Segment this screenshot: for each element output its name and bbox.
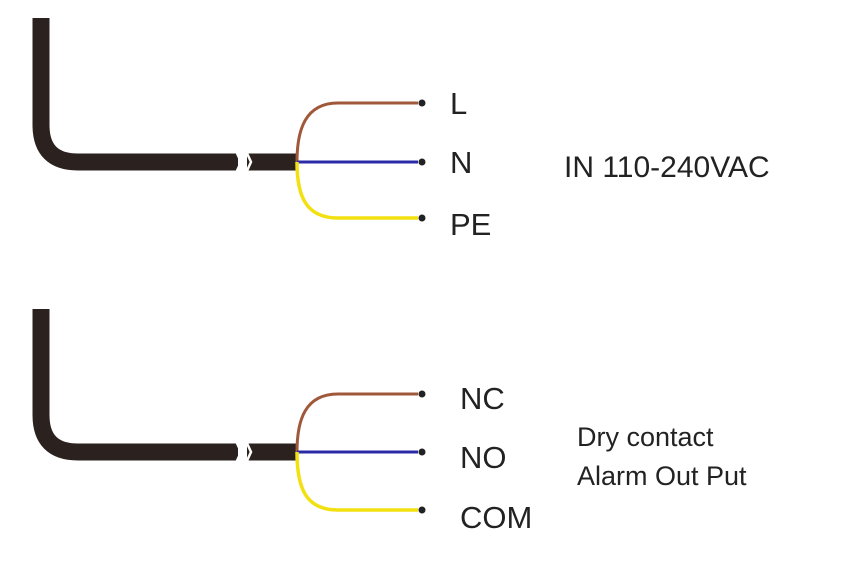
alarm-output-label-line2: Alarm Out Put xyxy=(577,461,747,491)
terminal-dot-com xyxy=(418,506,426,514)
wire-com xyxy=(295,451,418,512)
wire-label-com: COM xyxy=(460,500,532,535)
wire-label-no: NO xyxy=(460,440,507,475)
power-input-label: IN 110-240VAC xyxy=(564,151,770,184)
wire-label-pe: PE xyxy=(450,207,491,242)
wire-label-l: L xyxy=(450,86,467,121)
wire-nc xyxy=(295,392,418,453)
alarm-cable-end xyxy=(247,443,297,461)
wire-label-nc: NC xyxy=(460,381,505,416)
alarm-cable-jacket xyxy=(32,309,238,461)
power-cable-group: L N PE IN 110-240VAC xyxy=(32,18,770,242)
power-cable-break-mark xyxy=(234,150,253,174)
terminal-dot-nc xyxy=(418,390,426,398)
terminal-dot-l xyxy=(418,99,426,107)
terminal-dot-n xyxy=(418,158,426,166)
alarm-cable-group: NC NO COM Dry contact Alarm Out Put xyxy=(32,309,747,535)
power-cable-end xyxy=(247,153,297,171)
terminal-dot-pe xyxy=(418,214,426,222)
power-cable-jacket xyxy=(32,18,238,171)
alarm-cable-break-mark xyxy=(234,440,253,464)
wire-l xyxy=(295,101,418,163)
wire-pe xyxy=(295,161,418,220)
wire-label-n: N xyxy=(450,145,472,180)
alarm-output-label-line1: Dry contact xyxy=(577,422,714,452)
terminal-dot-no xyxy=(418,448,426,456)
